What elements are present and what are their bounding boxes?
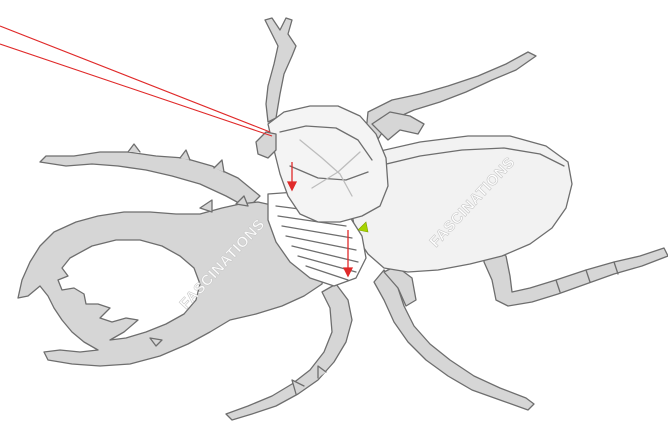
leg-mid-left [40,152,260,208]
laser-beams [0,26,272,136]
leg-front-left-joint [256,132,276,158]
leg-rear-right [484,244,668,306]
leg-front-left [265,18,296,122]
